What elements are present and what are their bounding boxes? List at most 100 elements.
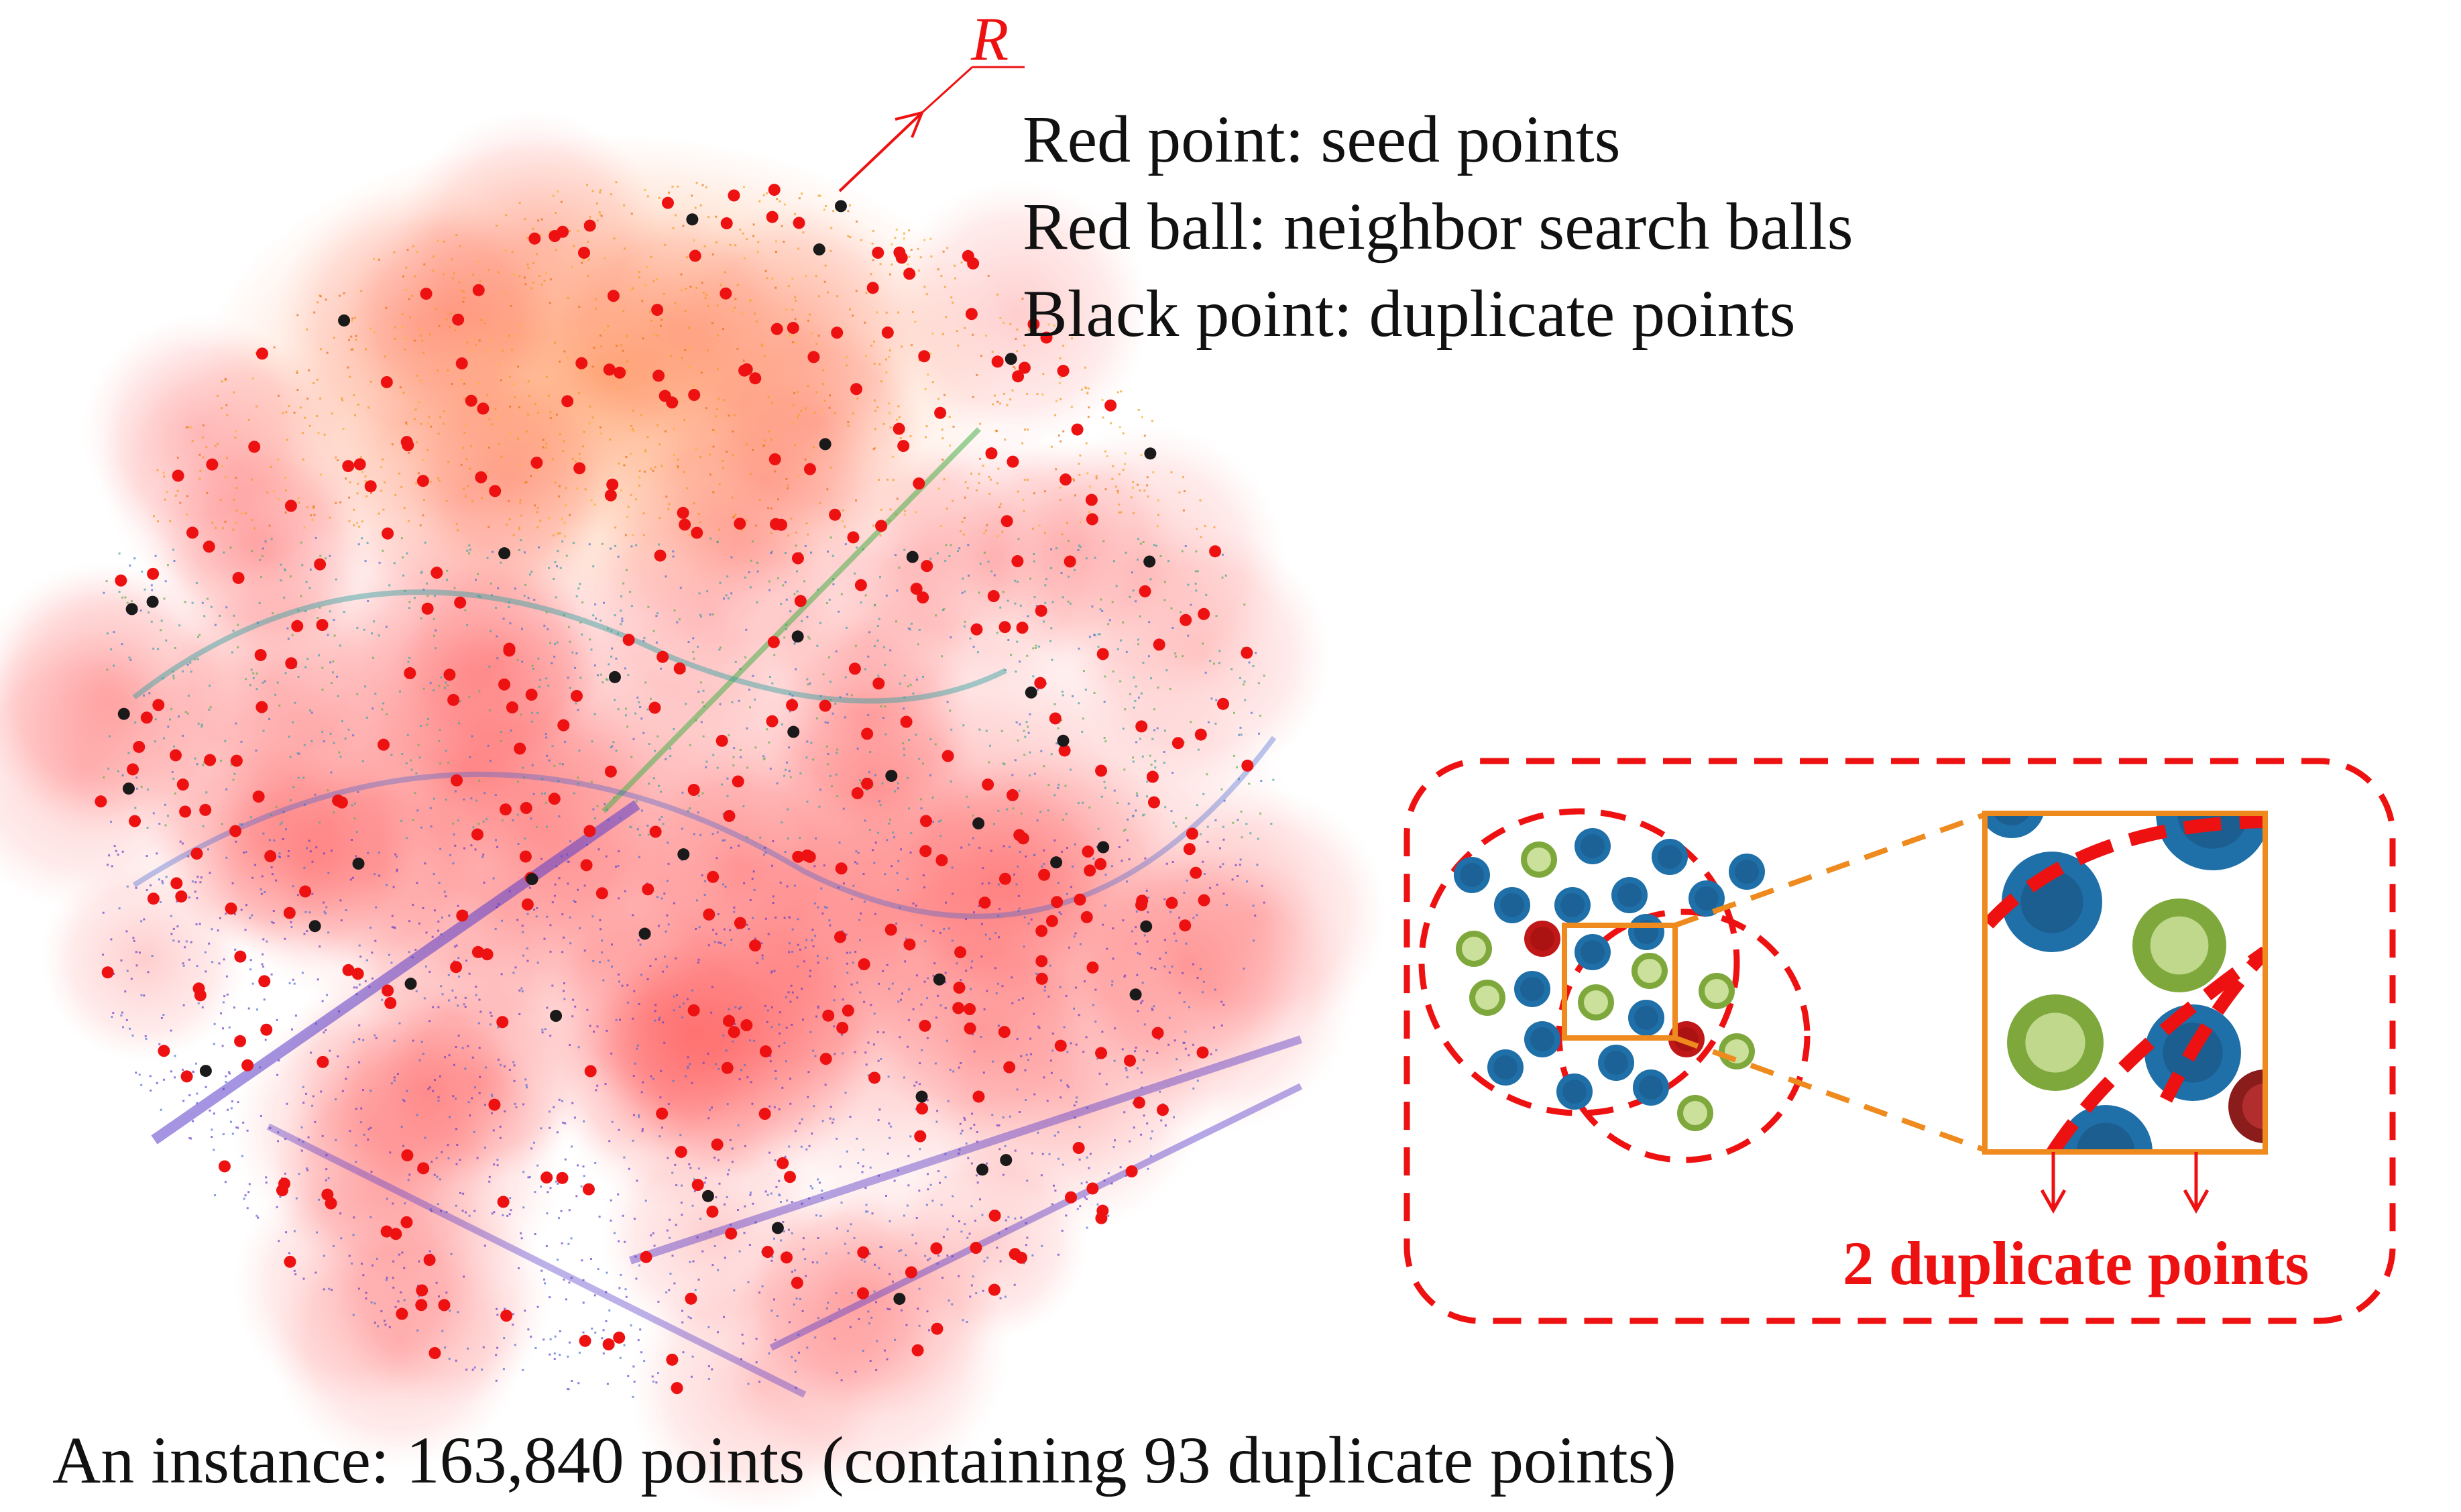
seed-point (916, 1102, 929, 1115)
seed-point (848, 662, 861, 675)
seed-point (953, 982, 966, 994)
seed-point (1198, 607, 1210, 620)
legend-seed-points: Red point: seed points (1023, 102, 1621, 176)
duplicate-point (308, 920, 321, 933)
seed-point (380, 1225, 393, 1238)
seed-point (777, 1157, 789, 1169)
seed-point (918, 350, 931, 363)
seed-point (454, 596, 467, 609)
seed-point (703, 908, 716, 921)
blue-point-core (1581, 940, 1605, 964)
seed-point (770, 323, 783, 335)
seed-point (604, 765, 617, 778)
seed-point (642, 883, 654, 896)
seed-point (786, 699, 799, 711)
seed-point (720, 217, 733, 230)
seed-point (1035, 955, 1048, 968)
seed-point (285, 657, 298, 670)
seed-point (1003, 1061, 1016, 1073)
seed-point (428, 1346, 441, 1359)
duplicate-point (125, 603, 138, 616)
duplicate-point (338, 314, 351, 327)
seed-point (822, 1009, 835, 1022)
duplicate-point (1144, 447, 1157, 460)
seed-point (353, 458, 366, 471)
seed-point (1153, 638, 1165, 651)
seed-point (561, 395, 574, 408)
seed-point (970, 623, 983, 636)
seed-point (780, 1251, 793, 1264)
seed-point (416, 1284, 428, 1297)
seed-point (897, 440, 910, 453)
seed-point (1034, 677, 1047, 689)
seed-point (179, 805, 192, 818)
duplicate-point (1005, 353, 1017, 365)
seed-point (972, 1090, 985, 1103)
seed-point (1012, 370, 1025, 383)
seed-points (95, 184, 1254, 1395)
seed-point (854, 579, 867, 591)
seed-point (884, 923, 897, 936)
seed-point (1006, 789, 1019, 801)
seed-point (707, 870, 720, 883)
duplicate-point (976, 1163, 988, 1176)
seed-point (579, 1334, 591, 1347)
seed-point (1165, 896, 1178, 909)
seed-point (875, 520, 888, 532)
seed-point (152, 699, 165, 711)
seed-point (679, 518, 691, 531)
seed-point (835, 862, 848, 875)
seed-point (218, 1160, 231, 1173)
seed-point (881, 326, 894, 339)
seed-point (382, 527, 394, 540)
blue-point-core (1581, 834, 1605, 858)
seed-point (451, 774, 463, 787)
zoom-guide-top (1674, 812, 1986, 928)
seed-point (666, 1353, 679, 1366)
seed-point (1007, 455, 1019, 468)
seed-point (1064, 1191, 1077, 1204)
seed-point (1082, 846, 1094, 858)
seed-point (241, 1059, 254, 1071)
seed-point (1135, 720, 1148, 733)
seed-point (720, 287, 732, 300)
seed-point (914, 1130, 927, 1143)
blue-point-core (1493, 1055, 1518, 1080)
seed-point (671, 1382, 683, 1395)
seed-point (95, 795, 107, 808)
seed-point (988, 1209, 1001, 1222)
seed-point (913, 477, 925, 490)
seed-point (1057, 365, 1070, 377)
seed-point (962, 249, 974, 262)
seed-point (998, 872, 1011, 885)
seed-point (687, 784, 700, 797)
seed-point (1198, 894, 1210, 907)
seed-point (1094, 858, 1107, 870)
seed-point (316, 619, 329, 632)
seed-point (911, 1344, 924, 1356)
zoom-red-point-core (2242, 1083, 2265, 1130)
seed-point (1171, 737, 1184, 750)
seed-point (420, 288, 433, 300)
seed-point (1080, 911, 1093, 923)
seed-point (1146, 770, 1159, 783)
duplicate-point (701, 1189, 714, 1202)
duplicate-point (933, 973, 946, 986)
duplicate-point (813, 243, 825, 256)
seed-point (147, 892, 160, 905)
seed-point (1156, 1104, 1169, 1116)
seed-point (836, 1021, 849, 1034)
seed-point (575, 357, 588, 369)
seed-point (728, 189, 740, 202)
seed-point (416, 475, 429, 487)
seed-point (488, 1098, 501, 1111)
seed-point (180, 1070, 193, 1083)
duplicate-points (117, 200, 1157, 1305)
green-point-core (1683, 1101, 1707, 1125)
seed-point (170, 877, 183, 890)
zoom-blue-point (1985, 813, 2045, 838)
seed-point (452, 313, 465, 326)
seed-point (935, 854, 948, 867)
seed-point (260, 1023, 273, 1036)
duplicate-point (526, 873, 538, 886)
